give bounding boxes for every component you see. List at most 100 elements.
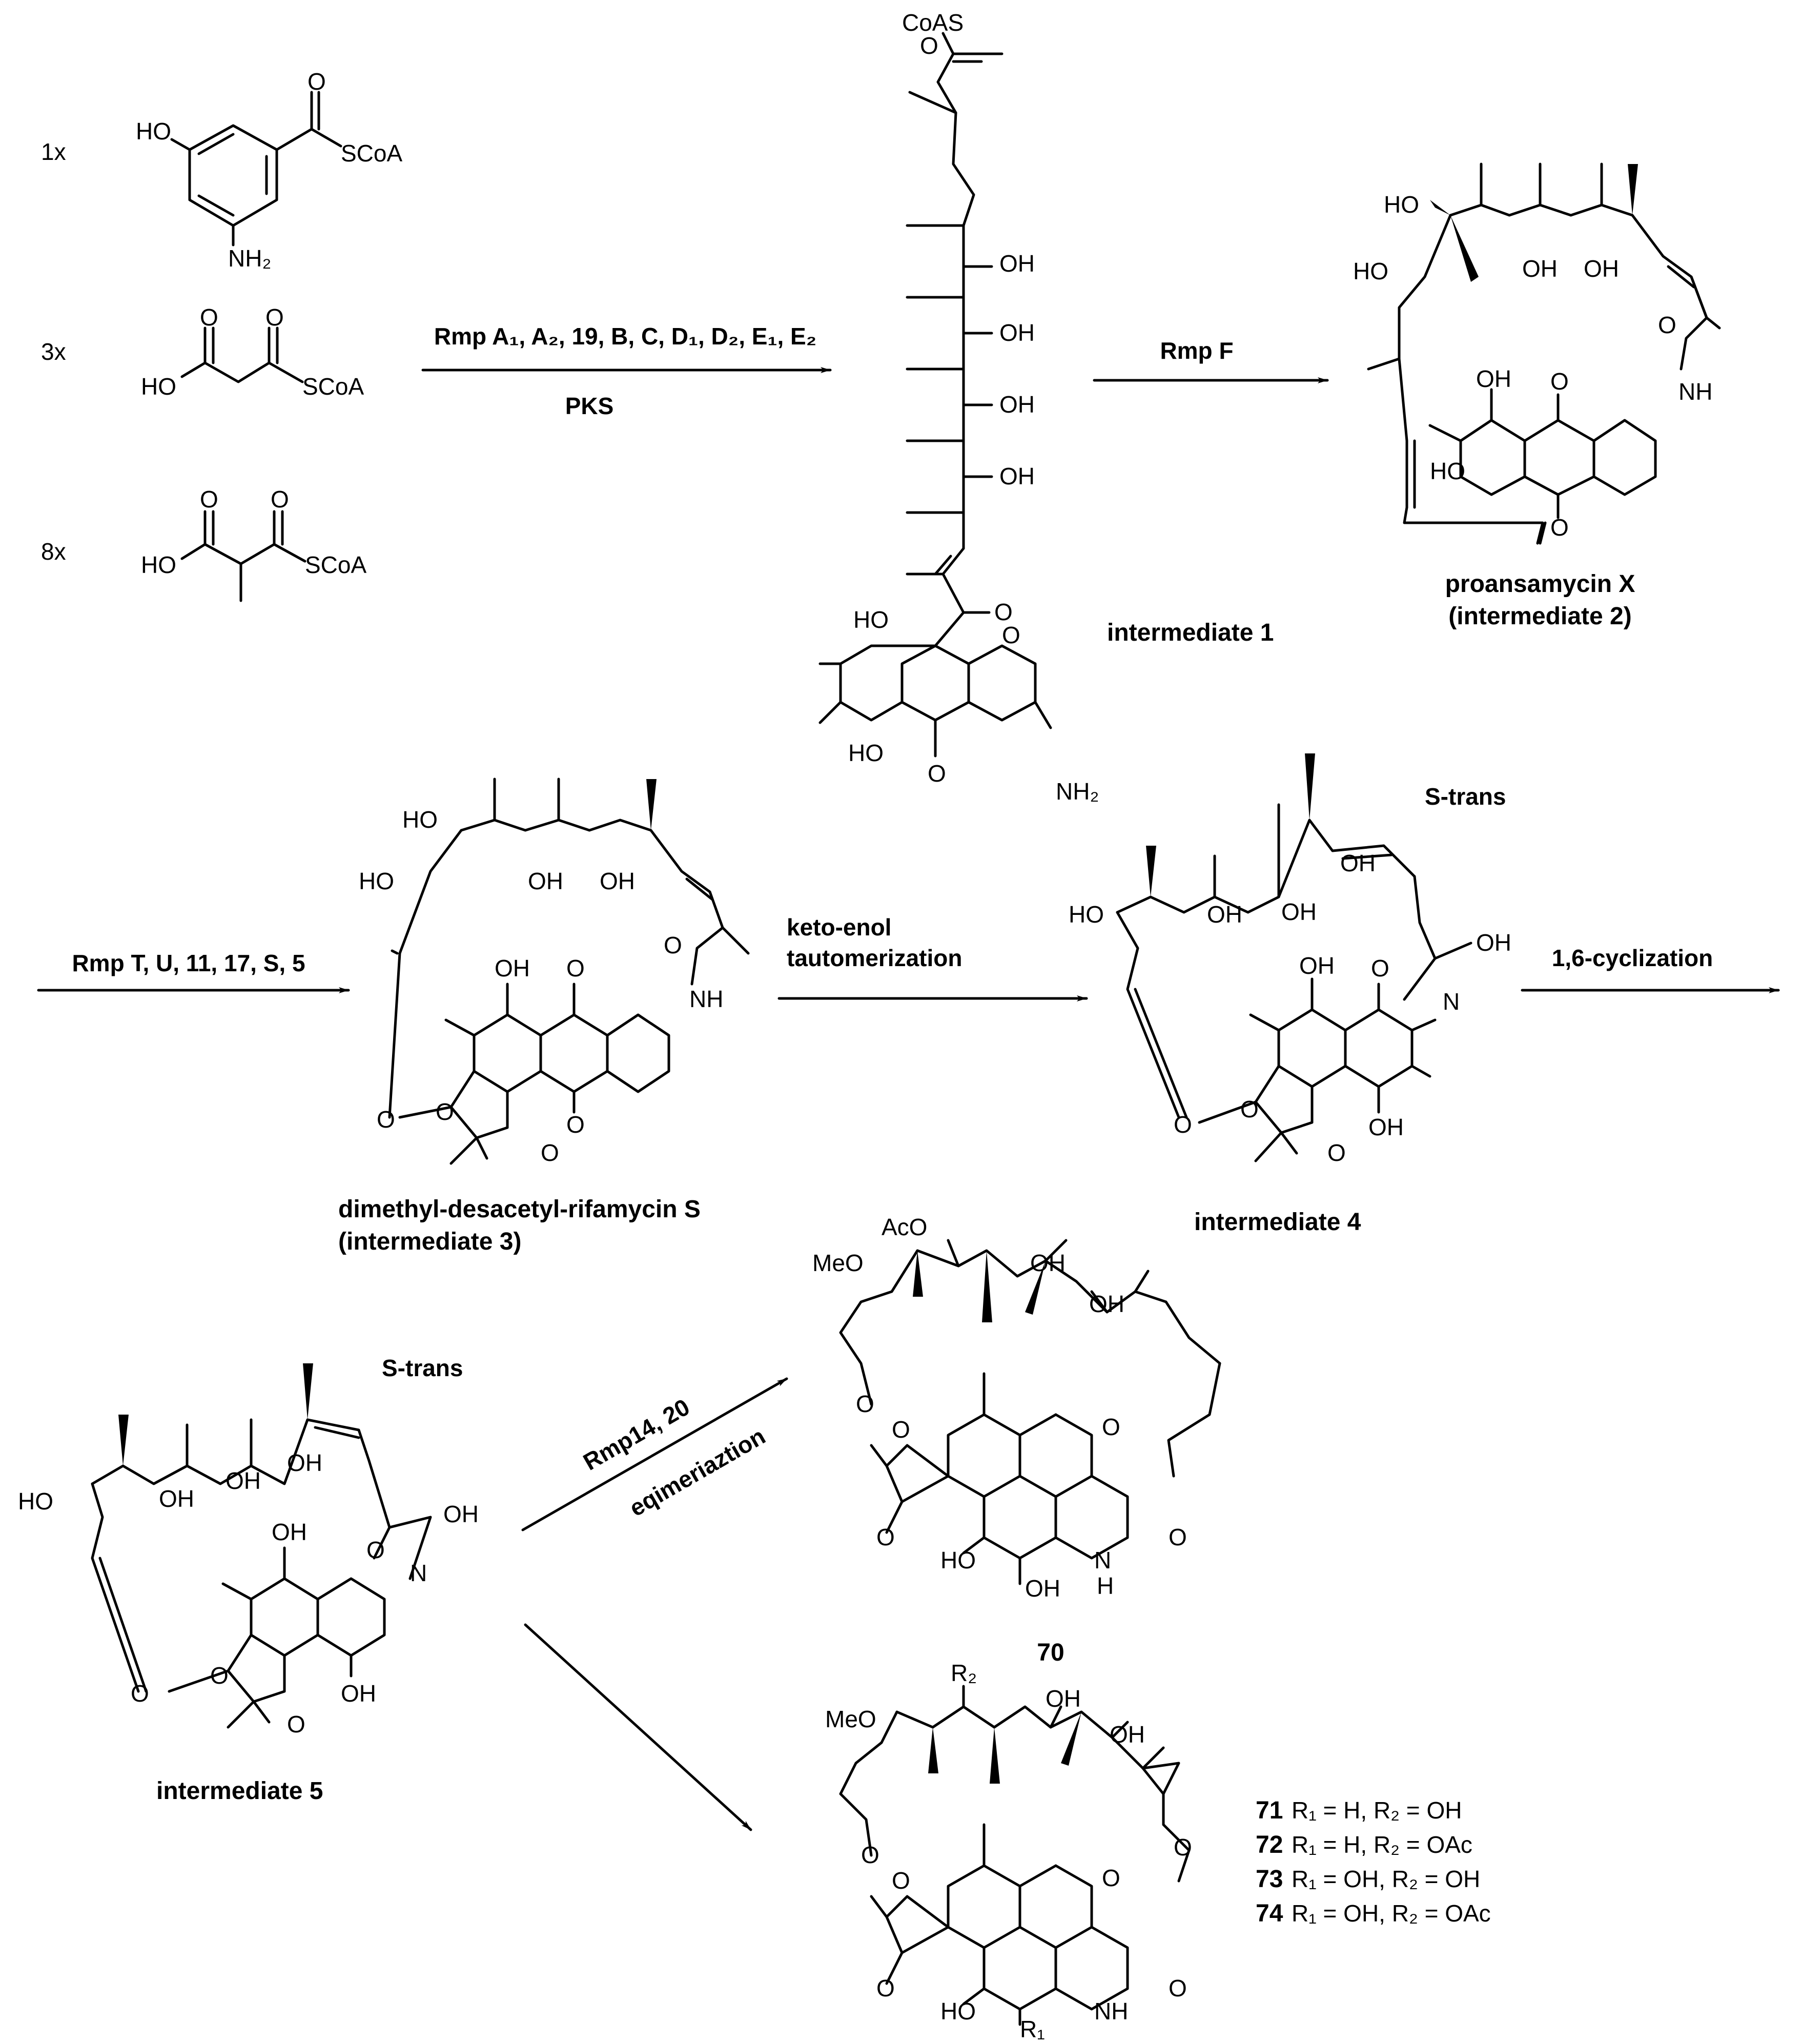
atom-scoa: SCoA (302, 373, 364, 400)
atom-meo: MeO (812, 1250, 864, 1276)
arrow-label-tautomerization: tautomerization (787, 945, 962, 971)
atom-oh: OH (1207, 901, 1242, 928)
atom-o: O (856, 1391, 874, 1417)
atom-nh: NH (1094, 1998, 1128, 2025)
atom-oh: OH (1046, 1685, 1081, 1712)
atom-o: O (1169, 1975, 1187, 2001)
atom-ho: HO (940, 1547, 976, 1573)
legend-number: 71 (1256, 1797, 1283, 1824)
atom-oh: OH (1368, 1114, 1404, 1140)
atom-o: O (271, 486, 289, 513)
atom-oh: OH (1299, 952, 1335, 979)
multiplier-8x: 8x (41, 538, 66, 565)
arrow-label-keto-enol: keto-enol (787, 914, 891, 941)
arrow-label-pks: PKS (565, 393, 614, 419)
atom-ho: HO (18, 1488, 53, 1515)
intermediate-1-structure: CoAS OH OH OH OH O O HO HO O O NH₂ inter… (818, 9, 1274, 805)
atom-o: O (994, 599, 1013, 625)
arrow-label-rmp-t: Rmp T, U, 11, 17, S, 5 (72, 950, 305, 976)
legend-text: R₁ = OH, R₂ = OAc (1292, 1900, 1491, 1927)
annotation-s-trans: S-trans (1425, 783, 1506, 810)
atom-o: O (541, 1139, 559, 1166)
atom-r2: R₂ (951, 1660, 977, 1686)
label-compound-70: 70 (1037, 1639, 1064, 1666)
atom-o: O (265, 304, 284, 331)
atom-oh: OH (999, 391, 1035, 418)
atom-o: O (1240, 1096, 1259, 1122)
atom-o: O (876, 1524, 895, 1550)
legend-row-71: 71 R₁ = H, R₂ = OH (1256, 1797, 1462, 1824)
atom-oh: OH (341, 1680, 376, 1707)
arrow-label-cyclization: 1,6-cyclization (1552, 945, 1713, 971)
atom-n: N (1094, 1547, 1111, 1573)
atom-oh: OH (1030, 1250, 1066, 1276)
compound-70-structure: AcO MeO OH OH O O O HO OH O N H O 70 (812, 1214, 1221, 1666)
multiplier-1x: 1x (41, 138, 66, 165)
atom-o: O (1550, 368, 1569, 395)
atom-o: O (664, 932, 682, 958)
arrow-label-rmp-f: Rmp F (1160, 337, 1233, 364)
atom-scoa: SCoA (305, 551, 366, 578)
atom-oh: OH (600, 868, 635, 894)
reaction-arrows: Rmp A₁, A₂, 19, B, C, D₁, D₂, E₁, E₂ PKS… (37, 323, 1780, 1831)
atom-o: O (200, 486, 218, 513)
atom-oh: OH (999, 250, 1035, 277)
atom-nh: NH (1678, 378, 1712, 405)
label-intermediate-5: intermediate 5 (156, 1777, 323, 1805)
atom-o: O (308, 68, 326, 95)
arrow-rmp14 (521, 1377, 788, 1531)
atom-scoa: SCoA (341, 140, 402, 167)
atom-oh: OH (1281, 898, 1317, 925)
atom-oh: OH (159, 1485, 194, 1512)
atom-oh: OH (999, 463, 1035, 489)
atom-oh: OH (495, 955, 530, 982)
multiplier-3x: 3x (41, 338, 66, 365)
atom-n: N (1443, 988, 1460, 1015)
atom-o: O (892, 1416, 910, 1443)
atom-oh: OH (287, 1449, 322, 1476)
atom-ho: HO (848, 740, 884, 766)
proansamycin-x-structure: HO HO OH OH O NH OH HO O O proansamycin … (1353, 162, 1721, 630)
legend-text: R₁ = OH, R₂ = OH (1292, 1866, 1480, 1892)
legend-row-72: 72 R₁ = H, R₂ = OAc (1256, 1831, 1472, 1858)
arrow-label-pks-enzymes: Rmp A₁, A₂, 19, B, C, D₁, D₂, E₁, E₂ (434, 323, 816, 350)
atom-o: O (1174, 1111, 1192, 1138)
atom-oh: OH (528, 868, 563, 894)
atom-o: O (566, 955, 585, 982)
annotation-s-trans: S-trans (382, 1355, 463, 1381)
atom-o: O (436, 1098, 454, 1125)
atom-ho: HO (853, 606, 889, 633)
intermediate-4-structure: HO OH OH OH OH N S-trans OH O OH O O O i… (1069, 753, 1511, 1236)
atom-n: N (410, 1560, 427, 1586)
atom-o: O (210, 1662, 229, 1689)
malonyl-coa-structure: HO O O SCoA (141, 304, 364, 400)
atom-oh: OH (443, 1501, 479, 1527)
intermediate-3-structure: HO HO OH OH O NH OH O O O O O dimethyl-d… (338, 778, 750, 1255)
atom-r1: R₁ (1020, 2016, 1045, 2042)
label-intermediate-4: intermediate 4 (1194, 1209, 1361, 1236)
atom-ho: HO (940, 1998, 976, 2025)
ahba-coa-structure: HO O SCoA NH₂ (136, 68, 402, 272)
atom-o: O (928, 760, 946, 787)
atom-oh: OH (999, 319, 1035, 346)
atom-oh: OH (1476, 365, 1511, 392)
legend-text: R₁ = H, R₂ = OAc (1292, 1831, 1472, 1858)
atom-oh: OH (1110, 1721, 1145, 1748)
label-dimethyl-desacetyl-rifamycin-s: dimethyl-desacetyl-rifamycin S (338, 1196, 701, 1223)
compounds-71-74-structure: MeO R₂ OH OH O O O O HO R₁ O NH O 71 R₁ … (825, 1660, 1491, 2042)
label-intermediate-3: (intermediate 3) (338, 1228, 521, 1255)
atom-o: O (1658, 312, 1676, 338)
label-intermediate-2: (intermediate 2) (1448, 603, 1631, 630)
label-intermediate-1: intermediate 1 (1107, 619, 1274, 646)
atom-o: O (876, 1975, 895, 2001)
atom-o: O (1327, 1139, 1346, 1166)
arrow-label-rmp14: Rmp14, 20 (579, 1394, 694, 1476)
atom-o: O (200, 304, 218, 331)
atom-o: O (366, 1537, 385, 1563)
atom-ho: HO (1069, 901, 1104, 928)
atom-o: O (892, 1867, 910, 1894)
substituent-legend: 71 R₁ = H, R₂ = OH 72 R₁ = H, R₂ = OAc 7… (1256, 1797, 1491, 1927)
atom-o: O (861, 1842, 879, 1868)
atom-o: O (1174, 1834, 1192, 1861)
